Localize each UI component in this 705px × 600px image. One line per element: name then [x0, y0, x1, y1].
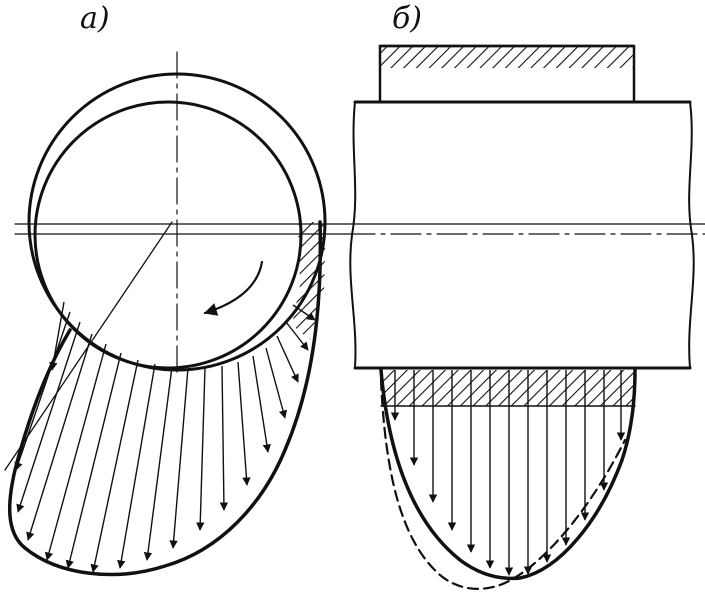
subfigure-b [344, 44, 705, 590]
pressure-arrow [143, 366, 173, 561]
pressure-arrow [276, 335, 299, 383]
pressure-envelope-a [7, 220, 323, 577]
pressure-arrow [292, 304, 316, 321]
load-direction-line [4, 221, 173, 471]
subfigure-b-label: б) [392, 1, 423, 36]
pressure-arrow [237, 361, 251, 486]
pressure-arrows-a [14, 301, 316, 573]
journal-circle [33, 100, 303, 370]
pressure-arrow [252, 355, 271, 453]
lower-bearing-shell-hatch [381, 370, 635, 406]
pressure-envelope-b [379, 368, 637, 581]
upper-bearing-shell-hatch [380, 46, 634, 68]
oil-wedge-hatch [292, 222, 326, 340]
journal-right-break [688, 101, 695, 369]
pressure-arrow [49, 301, 65, 371]
pressure-arrow [26, 333, 93, 541]
pressure-arrow [65, 352, 122, 569]
pressure-arrows-b [390, 370, 626, 576]
pressure-arrow [16, 321, 81, 513]
pressure-arrow [285, 321, 309, 351]
pressure-arrow [14, 311, 71, 471]
journal-left-break [349, 101, 357, 369]
subfigure-a-label: а) [80, 1, 110, 36]
pressure-arrow [90, 359, 139, 573]
pressure-arrow [265, 347, 288, 419]
pressure-arrow [44, 343, 107, 561]
pressure-envelope-b-dashed [379, 378, 627, 590]
pressure-arrow [117, 363, 156, 569]
rotation-arrow [203, 260, 264, 316]
pressure-arrow [169, 367, 189, 549]
pressure-arrow [219, 365, 229, 511]
pressure-arrow [196, 367, 206, 531]
subfigure-a [4, 51, 346, 577]
